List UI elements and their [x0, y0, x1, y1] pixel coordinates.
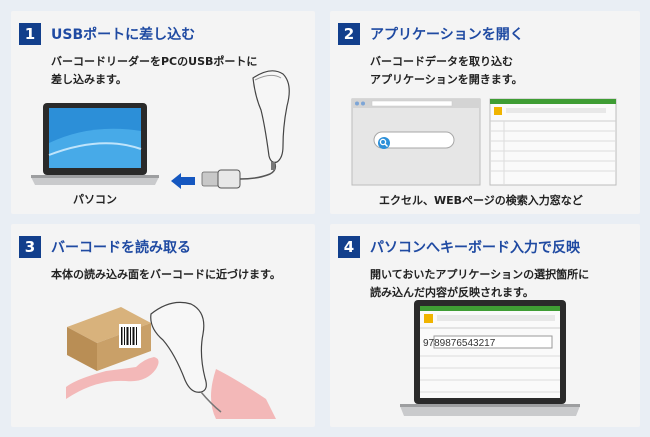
laptop-caption: パソコン: [73, 193, 117, 206]
step-description: 本体の読み込み面をバーコードに近づけます。: [51, 268, 281, 281]
step-title: バーコードを読み取る: [51, 240, 191, 256]
step-description: 開いておいたアプリケーションの選択箇所に 読み込んだ内容が反映されます。: [370, 268, 590, 299]
step-title: パソコンへキーボード入力で反映: [370, 240, 580, 256]
barcode-scanner-icon: [150, 301, 222, 413]
step-number: 4: [338, 236, 360, 258]
step-number: 2: [338, 23, 360, 45]
barcode-scanner-icon: [252, 70, 290, 170]
arrow-left-icon: [171, 173, 195, 189]
spreadsheet-window-icon: [489, 98, 617, 186]
browser-window-icon: [351, 98, 481, 186]
usb-cable-icon: [201, 160, 277, 189]
laptop-icon: [31, 103, 159, 185]
step-1-panel: 1 USBポートに差し込む バーコードリーダーをPCのUSBポートに 差し込みま…: [11, 11, 315, 214]
step-number: 1: [19, 23, 41, 45]
step-description: バーコードデータを取り込む アプリケーションを開きます。: [370, 55, 523, 86]
search-icon: [378, 137, 390, 149]
laptop-icon: [400, 300, 580, 416]
step-title: アプリケーションを開く: [370, 27, 524, 43]
barcode-icon: [119, 324, 141, 348]
step-description: バーコードリーダーをPCのUSBポートに 差し込みます。: [51, 55, 258, 86]
step-title: USBポートに差し込む: [51, 27, 196, 43]
apps-caption: エクセル、WEBページの検索入力窓など: [379, 194, 583, 207]
barcode-value: 9789876543217: [423, 338, 496, 349]
hand-icon: [66, 357, 276, 419]
step-4-panel: 4 パソコンへキーボード入力で反映 開いておいたアプリケーションの選択箇所に 読…: [330, 224, 640, 427]
step-number: 3: [19, 236, 41, 258]
step-3-panel: 3 バーコードを読み取る 本体の読み込み面をバーコードに近づけます。: [11, 224, 315, 427]
step-2-panel: 2 アプリケーションを開く バーコードデータを取り込む アプリケーションを開きま…: [330, 11, 640, 214]
